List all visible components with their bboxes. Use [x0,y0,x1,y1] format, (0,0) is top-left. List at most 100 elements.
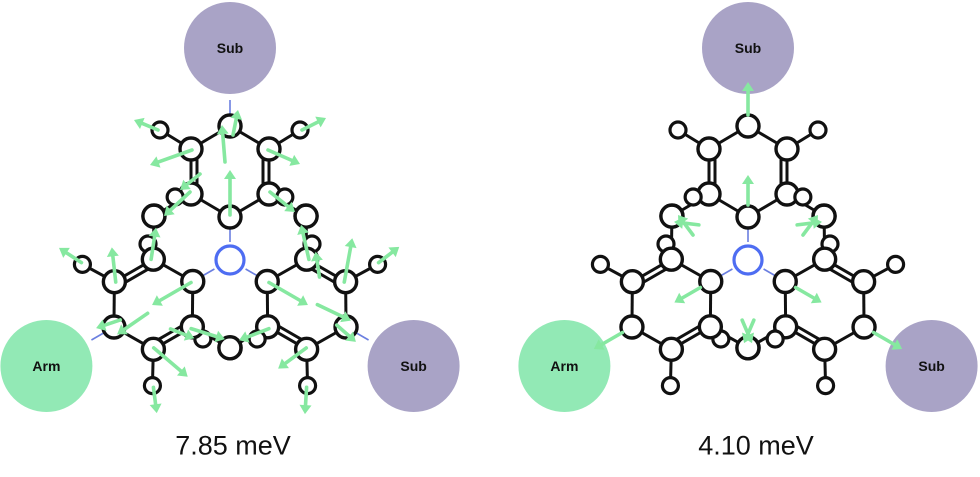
hydrogen-atom [660,376,681,396]
arrow-layer [593,82,903,350]
carbon-atom [217,335,243,361]
carbon-atom [735,204,761,230]
displacement-arrow [59,247,84,265]
hydrogen-atom [290,120,310,140]
displacement-arrow [96,318,123,331]
displacement-arrow [793,285,822,304]
carbon-atom [619,314,645,340]
carbon-atom [293,203,319,229]
displacement-arrow [164,190,192,216]
carbon-atom [811,246,838,272]
nitrogen-atom [732,244,764,276]
carbon-atom [850,269,877,295]
right-group-label: Arm [550,358,578,374]
displacement-arrow [297,224,311,262]
left-group-label: Sub [918,358,944,374]
displacement-arrow [180,172,202,190]
atom-layer [72,113,388,396]
displacement-arrow [106,247,119,284]
displacement-arrow [150,148,194,168]
displacement-arrow [342,238,357,284]
displacement-arrow [148,227,161,262]
displacement-arrow [278,346,309,369]
displacement-arrow [152,280,193,306]
displacement-arrow [239,326,271,343]
nitrogen-atom [214,244,246,276]
carbon-atom [141,203,167,229]
mode-energy-right: 4.10 meV [698,430,814,461]
displacement-arrow [189,326,225,343]
hydrogen-atom [885,254,906,274]
carbon-atom [619,269,646,295]
right-group-circle [518,320,611,412]
right-group-circle [0,320,93,412]
displacement-arrow [871,330,903,350]
hydrogen-atom [765,329,785,349]
displacement-arrow [266,148,300,166]
displacement-arrow [795,216,822,229]
double-bond [827,267,855,285]
carbon-atom [658,246,685,272]
displacement-arrow [593,330,625,350]
carbon-atom [697,314,724,340]
top-group-label: Sub [217,40,243,56]
displacement-arrow [674,216,701,229]
displacement-arrow [315,302,351,323]
top-group-circle [702,2,794,94]
carbon-atom [698,268,724,295]
displacement-arrow [299,385,312,415]
double-bond [641,267,669,285]
mode-energy-left: 7.85 meV [175,430,291,461]
displacement-arrow [230,110,243,137]
displacement-arrow [311,251,323,279]
displacement-arrow [168,327,195,341]
hydrogen-atom [150,120,170,140]
double-bond [794,324,822,342]
displacement-arrow [216,125,229,164]
hydrogen-atom [683,187,703,207]
carbon-atom [658,336,685,362]
hydrogen-atom [590,254,611,274]
arrow-layer [59,110,400,415]
carbon-atom [696,136,722,162]
double-bond [123,267,151,285]
displacement-arrow [674,285,703,304]
displacement-arrow [151,346,188,377]
double-bond [276,324,304,342]
hydrogen-atom [808,120,828,140]
right-group-label: Arm [32,358,60,374]
left-group-circle [367,320,460,412]
left-group-label: Sub [400,358,426,374]
displacement-arrow [134,117,160,132]
hydrogen-atom [815,376,836,396]
carbon-atom [735,113,761,139]
displacement-arrow [224,170,236,217]
left-group-circle [885,320,978,412]
displacement-arrow [742,82,754,117]
top-group-label: Sub [735,40,761,56]
carbon-atom [180,268,206,295]
displacement-arrow [742,318,756,344]
carbon-atom [772,268,798,295]
carbon-atom [811,336,838,362]
displacement-arrow [334,323,356,342]
displacement-arrow [300,116,326,132]
displacement-arrow [376,246,400,265]
carbon-atom [774,136,800,162]
displacement-arrow [742,175,754,207]
double-bond [674,324,702,342]
hydrogen-atom [793,187,813,207]
displacement-arrow [117,311,150,335]
carbon-atom [254,268,280,295]
displacement-arrow [149,385,162,414]
displacement-arrow [267,280,308,306]
double-bond [156,324,184,342]
double-bond [309,267,337,285]
hydrogen-atom [668,120,688,140]
atom-layer [590,113,906,396]
